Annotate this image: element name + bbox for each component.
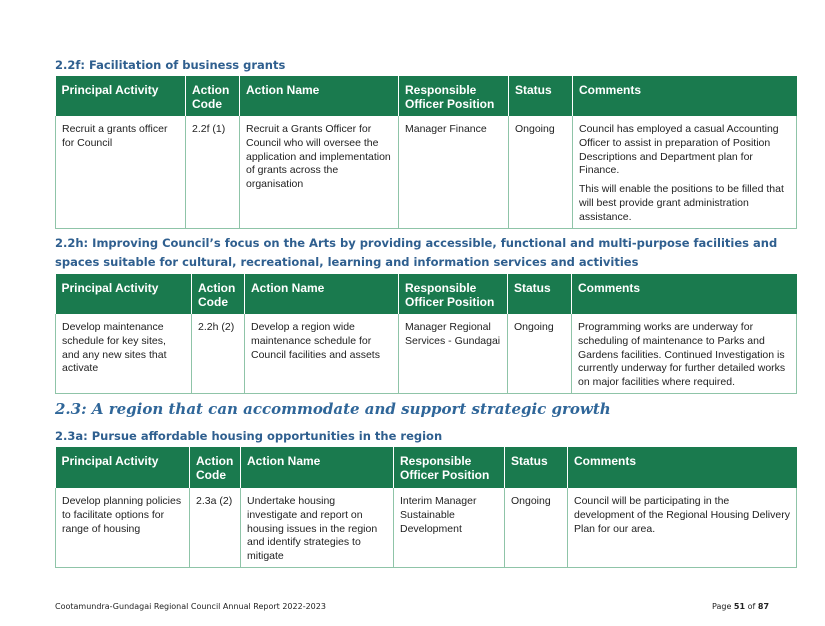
- cell-officer: Manager Regional Services - Gundagai: [398, 314, 508, 394]
- footer-report-title: Cootamundra-Gundagai Regional Council An…: [55, 602, 326, 611]
- col-principal-activity: Principal Activity: [55, 274, 192, 314]
- col-status: Status: [508, 76, 573, 116]
- section-heading-2-3: 2.3: A region that can accommodate and s…: [55, 400, 611, 418]
- col-comments: Comments: [567, 447, 797, 488]
- col-action-name: Action Name: [244, 274, 399, 314]
- col-comments: Comments: [572, 76, 797, 116]
- table-header-row: Principal Activity Action Code Action Na…: [55, 76, 797, 116]
- cell-code: 2.2f (1): [185, 116, 240, 229]
- page-total: 87: [757, 602, 770, 611]
- col-status: Status: [507, 274, 572, 314]
- table-header-row: Principal Activity Action Code Action Na…: [55, 274, 797, 314]
- page-current: 51: [733, 602, 746, 611]
- col-comments: Comments: [571, 274, 797, 314]
- section-heading-2-3a: 2.3a: Pursue affordable housing opportun…: [55, 429, 443, 443]
- col-principal-activity: Principal Activity: [55, 76, 186, 116]
- table-row: Recruit a grants officer for Council 2.2…: [55, 116, 797, 229]
- cell-comments: Programming works are underway for sched…: [571, 314, 797, 394]
- col-responsible-officer: Responsible Officer Position: [393, 447, 505, 488]
- col-action-code: Action Code: [185, 76, 240, 116]
- cell-activity: Develop planning policies to facilitate …: [55, 488, 190, 568]
- cell-comments: Council will be participating in the dev…: [567, 488, 797, 568]
- footer-page-number: Page 51 of 87: [712, 602, 769, 611]
- table-header-row: Principal Activity Action Code Action Na…: [55, 447, 797, 488]
- cell-officer: Manager Finance: [398, 116, 509, 229]
- cell-action: Develop a region wide maintenance schedu…: [244, 314, 399, 394]
- cell-action: Recruit a Grants Officer for Council who…: [239, 116, 399, 229]
- cell-code: 2.3a (2): [189, 488, 241, 568]
- col-principal-activity: Principal Activity: [55, 447, 190, 488]
- cell-officer: Interim Manager Sustainable Development: [393, 488, 505, 568]
- comment-paragraph: This will enable the positions to be fil…: [579, 183, 784, 223]
- col-status: Status: [504, 447, 568, 488]
- section-heading-2-2h: 2.2h: Improving Council’s focus on the A…: [55, 236, 778, 269]
- col-action-name: Action Name: [239, 76, 399, 116]
- cell-activity: Recruit a grants officer for Council: [55, 116, 186, 229]
- cell-comments: Council has employed a casual Accounting…: [572, 116, 797, 229]
- col-action-code: Action Code: [191, 274, 245, 314]
- col-responsible-officer: Responsible Officer Position: [398, 76, 509, 116]
- cell-code: 2.2h (2): [191, 314, 245, 394]
- section-heading-2-2f: 2.2f: Facilitation of business grants: [55, 58, 286, 72]
- table-row: Develop planning policies to facilitate …: [55, 488, 797, 568]
- col-action-code: Action Code: [189, 447, 241, 488]
- cell-status: Ongoing: [507, 314, 572, 394]
- table-2-2h: Principal Activity Action Code Action Na…: [55, 274, 797, 394]
- cell-status: Ongoing: [508, 116, 573, 229]
- table-2-2f: Principal Activity Action Code Action Na…: [55, 76, 797, 229]
- table-row: Develop maintenance schedule for key sit…: [55, 314, 797, 394]
- cell-status: Ongoing: [504, 488, 568, 568]
- cell-activity: Develop maintenance schedule for key sit…: [55, 314, 192, 394]
- cell-action: Undertake housing investigate and report…: [240, 488, 394, 568]
- page-prefix: Page: [712, 602, 732, 611]
- table-2-3a: Principal Activity Action Code Action Na…: [55, 447, 797, 568]
- col-action-name: Action Name: [240, 447, 394, 488]
- col-responsible-officer: Responsible Officer Position: [398, 274, 508, 314]
- comment-paragraph: Council has employed a casual Accounting…: [579, 123, 779, 177]
- page-of: of: [747, 602, 756, 611]
